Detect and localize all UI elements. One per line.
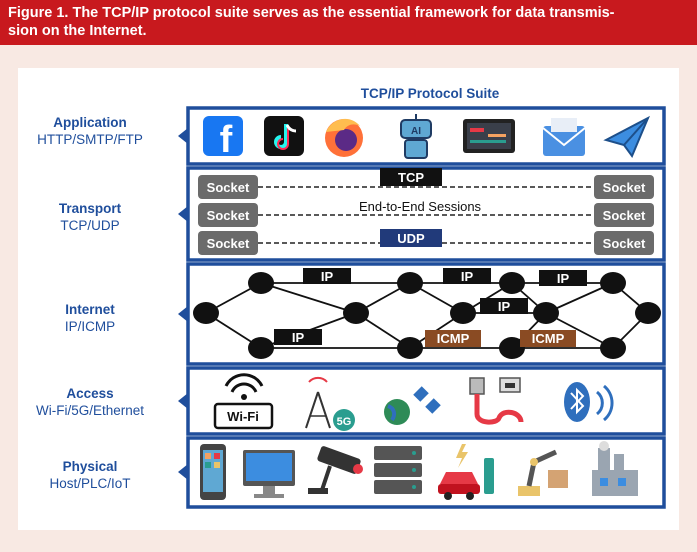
firefox-icon — [325, 118, 363, 157]
layer-label-transport: Transport TCP/UDP — [0, 200, 180, 234]
electric-car-icon — [438, 444, 494, 500]
monitor-icon — [243, 450, 295, 498]
brace-transport — [178, 206, 188, 222]
band-physical — [186, 436, 666, 509]
socket-left-2: Socket — [207, 208, 250, 223]
caption-line-1: Figure 1. The TCP/IP protocol suite serv… — [8, 5, 615, 21]
paper-plane-icon — [603, 115, 651, 159]
layer-label-internet: Internet IP/ICMP — [0, 301, 180, 335]
ai-robot-icon: AI — [400, 114, 432, 159]
dashboard-icon — [463, 119, 515, 153]
band-internet — [186, 262, 666, 366]
brace-physical — [178, 464, 188, 480]
security-camera-icon — [308, 446, 363, 494]
layer-label-access: Access Wi-Fi/5G/Ethernet — [0, 385, 180, 419]
ip-tag-1: IP — [321, 269, 334, 284]
svg-text:f: f — [220, 119, 233, 161]
socket-right-1: Socket — [603, 180, 646, 195]
satellite-icon — [384, 386, 441, 425]
layer-name: Access — [66, 386, 114, 401]
layer-protocols: HTTP/SMTP/FTP — [37, 132, 143, 147]
ip-tag-3: IP — [557, 271, 570, 286]
brace-internet — [178, 306, 188, 322]
sessions-label: End-to-End Sessions — [359, 199, 482, 214]
layer-protocols: TCP/UDP — [60, 218, 120, 233]
layer-name: Transport — [58, 201, 122, 216]
layer-protocols: Host/PLC/IoT — [49, 476, 131, 491]
ip-tag-4: IP — [498, 299, 511, 314]
ip-tag-2: IP — [461, 269, 474, 284]
wifi-label: Wi-Fi — [227, 409, 259, 424]
caption-line-2: sion on the Internet. — [8, 23, 147, 39]
layer-label-physical: Physical Host/PLC/IoT — [0, 458, 180, 492]
network-nodes — [193, 272, 661, 359]
server-icon — [374, 446, 422, 494]
suite-title: TCP/IP Protocol Suite — [360, 86, 500, 101]
band-access — [186, 366, 666, 436]
email-icon — [542, 118, 586, 156]
ip-tag-5: IP — [292, 330, 305, 345]
ethernet-cable-icon — [469, 377, 524, 425]
tablet-icon — [200, 444, 226, 500]
band-application — [186, 106, 666, 166]
socket-right-2: Socket — [603, 208, 646, 223]
bluetooth-icon — [564, 382, 614, 422]
socket-right-3: Socket — [603, 236, 646, 251]
wifi-icon: Wi-Fi — [213, 373, 274, 430]
factory-icon — [592, 441, 638, 496]
layer-protocols: IP/ICMP — [64, 319, 116, 334]
socket-left-3: Socket — [207, 236, 250, 251]
icmp-tag-2: ICMP — [532, 331, 565, 346]
5g-tower-icon: 5G — [305, 376, 355, 431]
udp-label: UDP — [397, 231, 425, 246]
layer-name: Application — [53, 115, 127, 130]
icmp-tag-1: ICMP — [437, 331, 470, 346]
robot-arm-icon — [518, 449, 568, 496]
tcp-label: TCP — [398, 170, 424, 185]
band-transport — [186, 166, 666, 262]
svg-text:AI: AI — [411, 126, 421, 137]
layer-name: Internet — [65, 302, 115, 317]
tiktok-icon — [264, 116, 304, 156]
brace-access — [178, 393, 188, 409]
facebook-icon: f — [203, 116, 243, 161]
5g-label: 5G — [337, 416, 352, 428]
socket-left-1: Socket — [207, 180, 250, 195]
layer-protocols: Wi-Fi/5G/Ethernet — [35, 403, 145, 418]
layer-name: Physical — [62, 459, 118, 474]
figure-caption: Figure 1. The TCP/IP protocol suite serv… — [0, 0, 697, 45]
layer-label-application: Application HTTP/SMTP/FTP — [0, 114, 180, 148]
brace-application — [178, 128, 188, 144]
